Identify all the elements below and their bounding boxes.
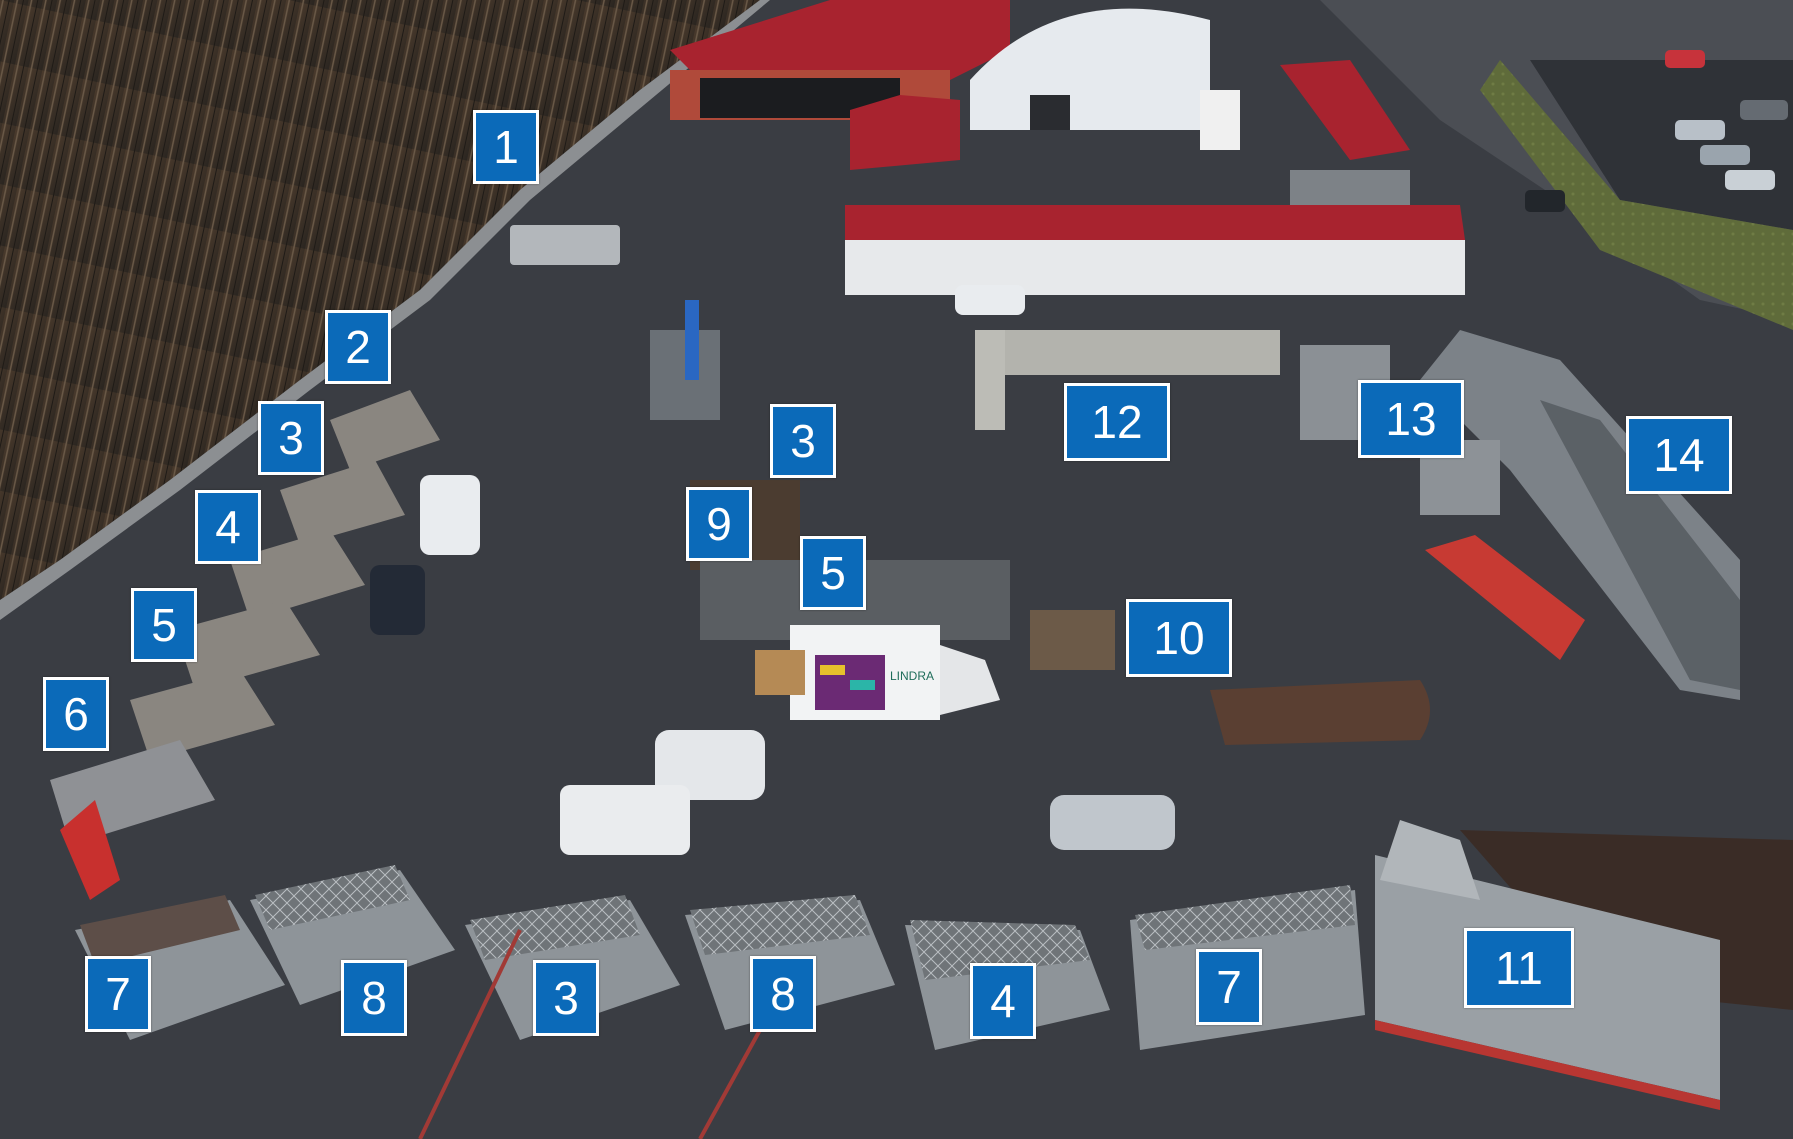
marker-4: 4	[195, 490, 261, 564]
marker-14: 14	[1626, 416, 1732, 494]
marker-8: 8	[750, 956, 816, 1032]
grass-strip	[1480, 60, 1793, 330]
cardboard-boxes	[755, 650, 805, 695]
compactor-base	[1375, 1020, 1720, 1110]
forest-area	[0, 0, 760, 600]
red-container	[1425, 535, 1585, 660]
blue-lift-arm	[685, 300, 699, 380]
small-red-shed	[850, 95, 960, 170]
white-compact-van	[655, 730, 765, 800]
marker-13: 13	[1358, 380, 1464, 458]
marker-8: 8	[341, 960, 407, 1036]
planter-bed	[1210, 680, 1430, 745]
marker-4: 4	[970, 963, 1036, 1039]
red-crane-arm	[60, 800, 120, 900]
white-minivan	[420, 475, 480, 555]
truck-left	[510, 225, 620, 265]
marker-11: 11	[1464, 928, 1574, 1008]
dark-car	[370, 565, 425, 635]
tent-door	[1030, 95, 1070, 130]
marker-12: 12	[1064, 383, 1170, 461]
storage-yard	[1290, 170, 1410, 210]
marker-5: 5	[800, 536, 866, 610]
red-roof-warehouse	[670, 0, 1010, 80]
marker-1: 1	[473, 110, 539, 184]
van-logo-text: LINDRA	[890, 669, 934, 683]
marker-9: 9	[686, 487, 752, 561]
marker-5: 5	[131, 588, 197, 662]
concrete-stairs	[975, 330, 1005, 430]
marker-2: 2	[325, 310, 391, 384]
pickup-truck	[560, 785, 690, 855]
red-canopy	[1280, 60, 1410, 160]
marker-7: 7	[1196, 949, 1262, 1025]
marker-10: 10	[1126, 599, 1232, 677]
concrete-bays	[990, 330, 1280, 375]
marker-6: 6	[43, 677, 109, 751]
marker-7: 7	[85, 956, 151, 1032]
long-building-wall	[845, 240, 1465, 295]
road-marking-red	[418, 929, 522, 1139]
gray-bins-row	[1540, 400, 1740, 690]
road-marking-red-2	[698, 1029, 762, 1139]
marker-3: 3	[533, 960, 599, 1036]
perimeter-fence	[0, 0, 770, 620]
white-suv	[955, 285, 1025, 315]
marker-3: 3	[770, 404, 836, 478]
marker-3: 3	[258, 401, 324, 475]
container-10	[1030, 610, 1115, 670]
parked-cars	[1525, 50, 1788, 212]
delivery-van: LINDRA	[790, 625, 1000, 720]
white-truck	[1200, 90, 1240, 150]
long-building-roof	[845, 205, 1465, 240]
silver-car	[1050, 795, 1175, 850]
